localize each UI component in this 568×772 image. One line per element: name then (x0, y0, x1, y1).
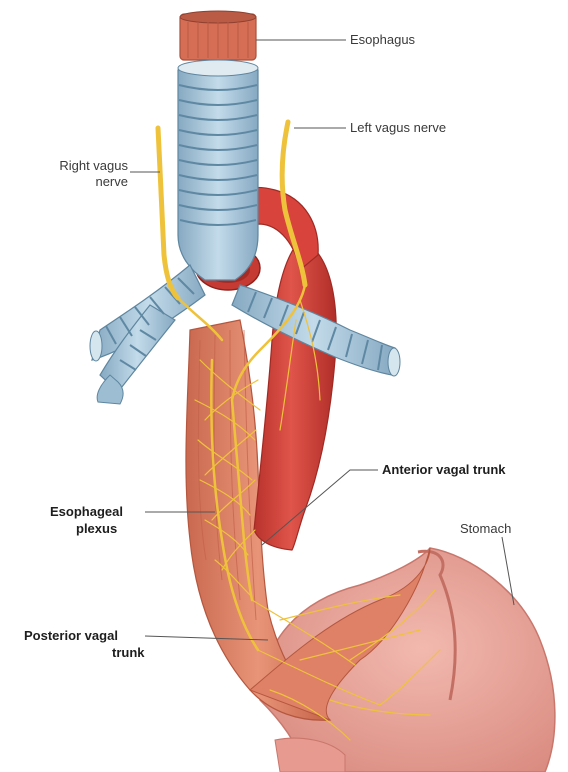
label-esophagus: Esophagus (350, 32, 415, 48)
label-posterior-vagal-trunk-line2: trunk (112, 645, 145, 661)
label-left-vagus-nerve: Left vagus nerve (350, 120, 446, 136)
trachea (178, 60, 258, 280)
right-vagus-nerve (158, 128, 178, 298)
esophagus-top-opening (180, 11, 256, 23)
label-right-vagus-line1: Right vagus (24, 158, 128, 174)
label-esophageal-plexus-line2: plexus (76, 521, 117, 537)
label-stomach: Stomach (460, 521, 511, 537)
label-posterior-vagal-trunk-line1: Posterior vagal (24, 628, 118, 644)
label-anterior-vagal-trunk: Anterior vagal trunk (382, 462, 506, 478)
label-esophageal-plexus-line1: Esophageal (50, 504, 123, 520)
descending-aorta (254, 240, 336, 550)
label-right-vagus-line2: nerve (24, 174, 128, 190)
